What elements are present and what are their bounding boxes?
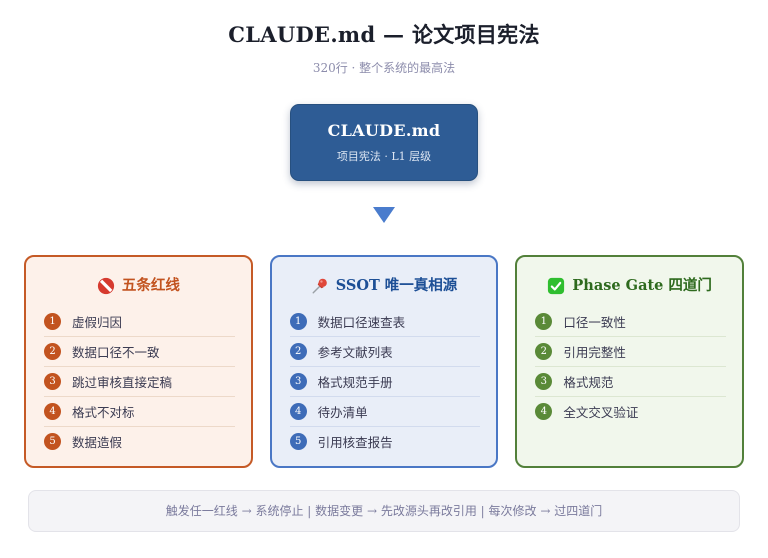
root-node-title: CLAUDE.md xyxy=(327,121,441,140)
item-number-badge: 4 xyxy=(289,403,307,420)
item-label: 格式规范 xyxy=(563,375,614,390)
list-item: 1 虚假归因 xyxy=(44,307,235,337)
ssot-list: 1 数据口径速查表 2 参考文献列表 3 格式规范手册 4 待办清单 5 引 xyxy=(288,307,481,456)
card-phase-gate: Phase Gate 四道门 1 口径一致性 2 引用完整性 3 格式规范 4 … xyxy=(515,255,745,468)
list-item: 5 引用核查报告 xyxy=(289,427,481,456)
item-number-badge: 5 xyxy=(289,433,307,450)
list-item: 4 全文交叉验证 xyxy=(535,397,726,426)
item-label: 数据口径不一致 xyxy=(72,345,160,360)
card-ssot: SSOT 唯一真相源 1 数据口径速查表 2 参考文献列表 3 格式规范手册 4… xyxy=(269,255,499,468)
item-label: 格式不对标 xyxy=(72,405,135,420)
item-label: 参考文献列表 xyxy=(317,345,393,360)
root-node-subtitle: 项目宪法 · L1 层级 xyxy=(336,150,432,163)
item-number-badge: 2 xyxy=(535,343,553,360)
list-item: 5 数据造假 xyxy=(44,427,235,456)
root-node: CLAUDE.md 项目宪法 · L1 层级 xyxy=(290,104,478,181)
footer-note: 触发任一红线 → 系统停止 | 数据变更 → 先改源头再改引用 | 每次修改 →… xyxy=(28,490,740,532)
list-item: 2 参考文献列表 xyxy=(289,337,481,367)
list-item: 3 格式规范 xyxy=(535,367,727,397)
card-ssot-title: SSOT 唯一真相源 xyxy=(288,276,481,296)
check-icon xyxy=(548,277,565,295)
item-number-badge: 3 xyxy=(289,373,307,390)
item-label: 数据造假 xyxy=(72,435,123,450)
item-number-badge: 3 xyxy=(535,373,553,390)
arrow-down-icon xyxy=(373,207,395,223)
cards-row: 五条红线 1 虚假归因 2 数据口径不一致 3 跳过审核直接定稿 4 格式不对标 xyxy=(24,255,745,468)
item-number-badge: 3 xyxy=(44,373,61,390)
page-subtitle: 320行 · 整个系统的最高法 xyxy=(312,61,456,75)
item-label: 全文交叉验证 xyxy=(563,405,639,420)
item-label: 数据口径速查表 xyxy=(317,315,406,330)
item-label: 引用核查报告 xyxy=(317,435,393,450)
card-title-text: 五条红线 xyxy=(121,277,180,294)
card-phase-gate-title: Phase Gate 四道门 xyxy=(533,276,726,296)
card-red-lines: 五条红线 1 虚假归因 2 数据口径不一致 3 跳过审核直接定稿 4 格式不对标 xyxy=(24,255,253,468)
item-number-badge: 1 xyxy=(44,313,61,330)
card-title-text: Phase Gate 四道门 xyxy=(572,277,712,294)
item-label: 引用完整性 xyxy=(563,345,626,360)
item-number-badge: 1 xyxy=(289,313,307,330)
item-number-badge: 5 xyxy=(44,433,61,450)
item-number-badge: 4 xyxy=(44,403,61,420)
no-entry-icon xyxy=(97,277,114,295)
red-lines-list: 1 虚假归因 2 数据口径不一致 3 跳过审核直接定稿 4 格式不对标 5 xyxy=(42,307,235,456)
card-title-text: SSOT 唯一真相源 xyxy=(335,277,458,294)
list-item: 2 引用完整性 xyxy=(535,337,727,367)
item-number-badge: 2 xyxy=(289,343,307,360)
item-number-badge: 2 xyxy=(44,343,61,360)
list-item: 2 数据口径不一致 xyxy=(44,337,235,367)
list-item: 4 格式不对标 xyxy=(44,397,235,427)
item-label: 格式规范手册 xyxy=(317,375,393,390)
footer-text: 触发任一红线 → 系统停止 | 数据变更 → 先改源头再改引用 | 每次修改 →… xyxy=(165,504,603,518)
pushpin-icon xyxy=(312,278,327,294)
phase-gate-list: 1 口径一致性 2 引用完整性 3 格式规范 4 全文交叉验证 xyxy=(533,307,727,426)
item-label: 跳过审核直接定稿 xyxy=(72,375,173,390)
item-number-badge: 4 xyxy=(535,403,553,420)
item-label: 待办清单 xyxy=(317,405,368,420)
list-item: 3 跳过审核直接定稿 xyxy=(44,367,235,397)
item-number-badge: 1 xyxy=(535,313,553,330)
list-item: 1 数据口径速查表 xyxy=(289,307,481,337)
page-title: CLAUDE.md — 论文项目宪法 xyxy=(228,22,540,47)
list-item: 3 格式规范手册 xyxy=(289,367,481,397)
card-red-lines-title: 五条红线 xyxy=(42,276,235,296)
list-item: 4 待办清单 xyxy=(289,397,481,427)
item-label: 口径一致性 xyxy=(563,315,626,330)
list-item: 1 口径一致性 xyxy=(535,307,727,337)
item-label: 虚假归因 xyxy=(72,315,123,330)
